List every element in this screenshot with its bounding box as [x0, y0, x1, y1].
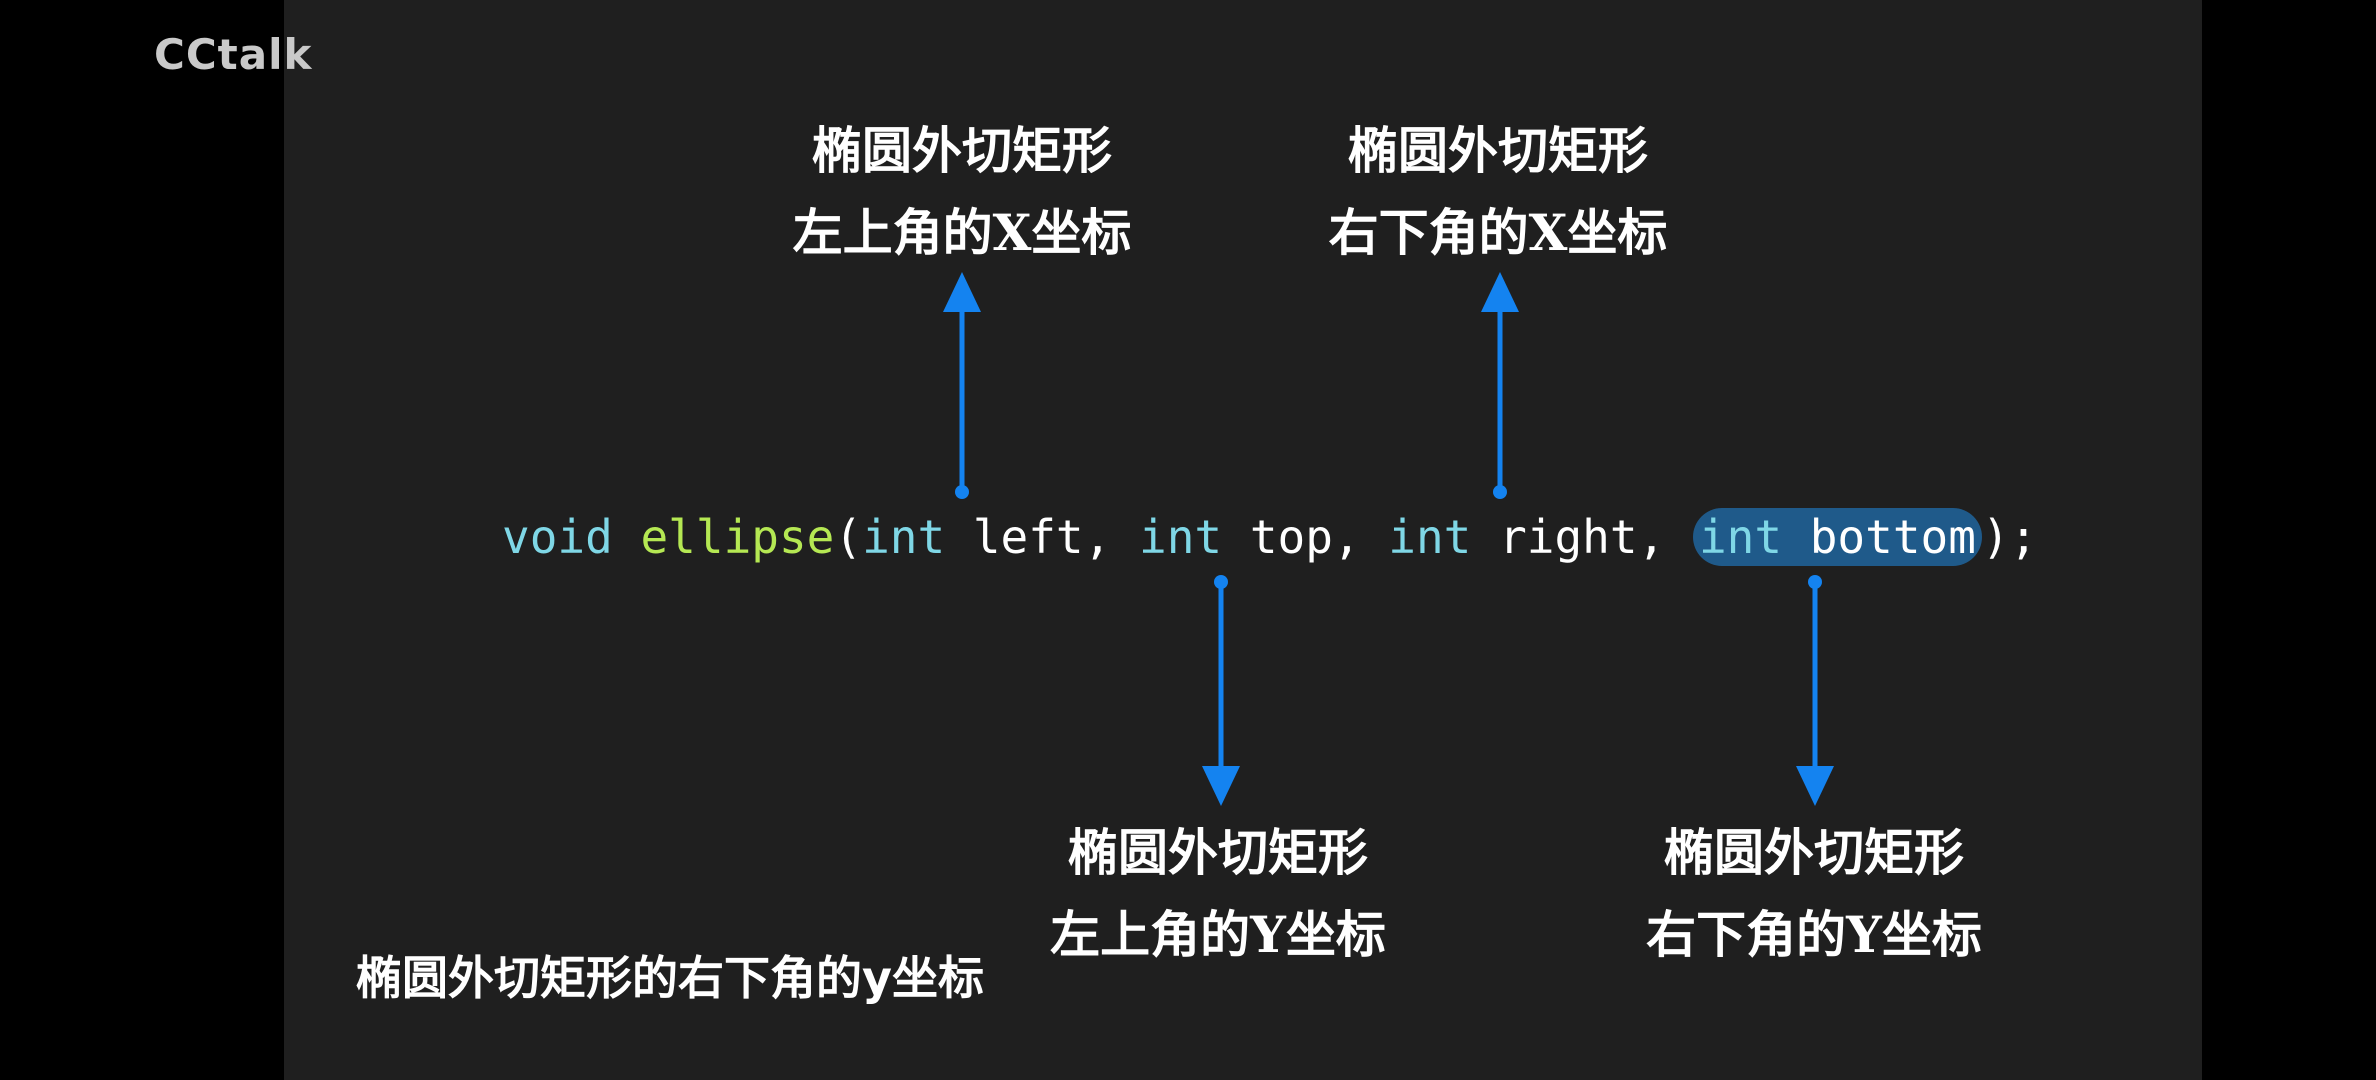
- label-bottom-line1: 椭圆外切矩形: [1664, 823, 1964, 882]
- label-bottom: 椭圆外切矩形 右下角的Y坐标: [1604, 812, 2024, 976]
- label-right-line1: 椭圆外切矩形: [1348, 121, 1648, 180]
- label-right-line2: 右下角的X坐标: [1328, 203, 1668, 262]
- code-space: [613, 510, 641, 564]
- code-param-bottom: bottom: [1782, 510, 1976, 564]
- arrow-top-head: [1202, 766, 1240, 806]
- label-left-line1: 椭圆外切矩形: [812, 121, 1112, 180]
- code-highlight-bottom: int bottom: [1692, 508, 1982, 566]
- label-right: 椭圆外切矩形 右下角的X坐标: [1288, 110, 1708, 274]
- code-keyword-void: void: [502, 510, 613, 564]
- code-keyword-int-1: int: [862, 510, 946, 564]
- arrow-bottom-dot: [1808, 575, 1822, 589]
- label-top: 椭圆外切矩形 左上角的Y坐标: [1008, 812, 1428, 976]
- cctalk-watermark: CCtalk: [154, 30, 313, 79]
- code-keyword-int-3: int: [1388, 510, 1472, 564]
- subtitle-caption: 椭圆外切矩形的右下角的y坐标: [356, 951, 984, 1005]
- arrow-top-dot: [1214, 575, 1228, 589]
- label-bottom-line2: 右下角的Y坐标: [1646, 905, 1982, 964]
- code-param-left: left,: [945, 510, 1140, 564]
- arrow-bottom-head: [1796, 766, 1834, 806]
- code-keyword-int-2: int: [1139, 510, 1223, 564]
- arrow-left-dot: [955, 485, 969, 499]
- code-param-top: top,: [1222, 510, 1389, 564]
- code-signature: void ellipse(int left, int top, int righ…: [502, 502, 2037, 572]
- label-top-line1: 椭圆外切矩形: [1068, 823, 1368, 882]
- code-param-right: right,: [1471, 510, 1693, 564]
- arrow-left-head: [943, 272, 981, 312]
- label-top-line2: 左上角的Y坐标: [1050, 905, 1386, 964]
- code-close-paren: );: [1981, 510, 2038, 564]
- label-left: 椭圆外切矩形 左上角的X坐标: [752, 110, 1172, 274]
- arrow-right-dot: [1493, 485, 1507, 499]
- arrow-right-head: [1481, 272, 1519, 312]
- code-open-paren: (: [834, 510, 863, 564]
- code-keyword-int-4: int: [1698, 510, 1783, 564]
- code-function-name: ellipse: [640, 510, 835, 564]
- label-left-line2: 左上角的X坐标: [792, 203, 1132, 262]
